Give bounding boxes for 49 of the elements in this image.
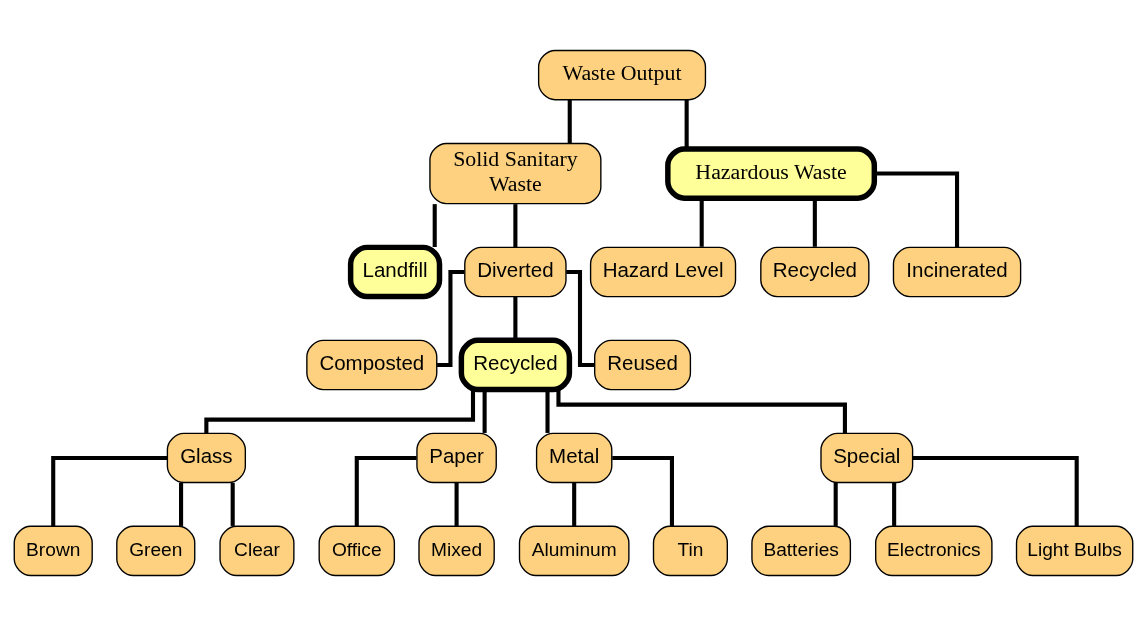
node-box: Metal: [535, 432, 613, 484]
node-box: Office: [318, 525, 396, 577]
node-box: Green: [116, 525, 196, 577]
node-box: Light Bulbs: [1015, 525, 1134, 577]
node-box: Electronics: [875, 525, 993, 577]
node-box: Batteries: [751, 525, 852, 577]
connector: [912, 455, 1079, 526]
node-box: Brown: [13, 525, 93, 577]
connector: [556, 389, 847, 434]
connector: [204, 389, 476, 434]
node-box: Glass: [166, 432, 247, 484]
connector: [230, 482, 235, 526]
connector: [699, 198, 704, 247]
node-box: Clear: [219, 525, 295, 577]
connector: [437, 269, 465, 367]
node-box: Hazard Level: [589, 246, 737, 298]
connector: [684, 99, 689, 149]
node-box: Mixed: [418, 525, 495, 577]
connector: [545, 389, 550, 433]
node-box: Incinerated: [892, 246, 1022, 298]
node-box: Recycled: [458, 337, 573, 393]
connector: [51, 455, 168, 526]
connector: [566, 269, 595, 367]
node-box: Reused: [594, 339, 692, 391]
connector: [482, 389, 487, 433]
connector: [354, 455, 417, 526]
node-box: Aluminum: [518, 525, 630, 577]
node-box: Diverted: [464, 246, 567, 298]
connector: [179, 482, 184, 526]
node-box: Tin: [652, 525, 728, 577]
connector: [567, 99, 572, 144]
connector: [812, 198, 817, 247]
connector: [833, 482, 838, 526]
connector: [513, 296, 518, 340]
connector: [874, 171, 960, 248]
node-box: Hazardous Waste: [665, 146, 878, 201]
connector: [454, 482, 459, 526]
node-box: Recycled: [760, 246, 870, 298]
node-box: Solid Sanitary Waste: [429, 142, 602, 205]
node-box: Paper: [416, 432, 497, 484]
connector: [612, 455, 674, 526]
connector: [892, 482, 897, 526]
connector: [513, 204, 518, 247]
connector: [572, 482, 577, 526]
connector: [432, 204, 437, 247]
node-box: Landfill: [347, 244, 443, 300]
node-box: Waste Output: [537, 49, 707, 101]
node-box: Composted: [306, 339, 438, 391]
node-box: Special: [820, 432, 914, 484]
